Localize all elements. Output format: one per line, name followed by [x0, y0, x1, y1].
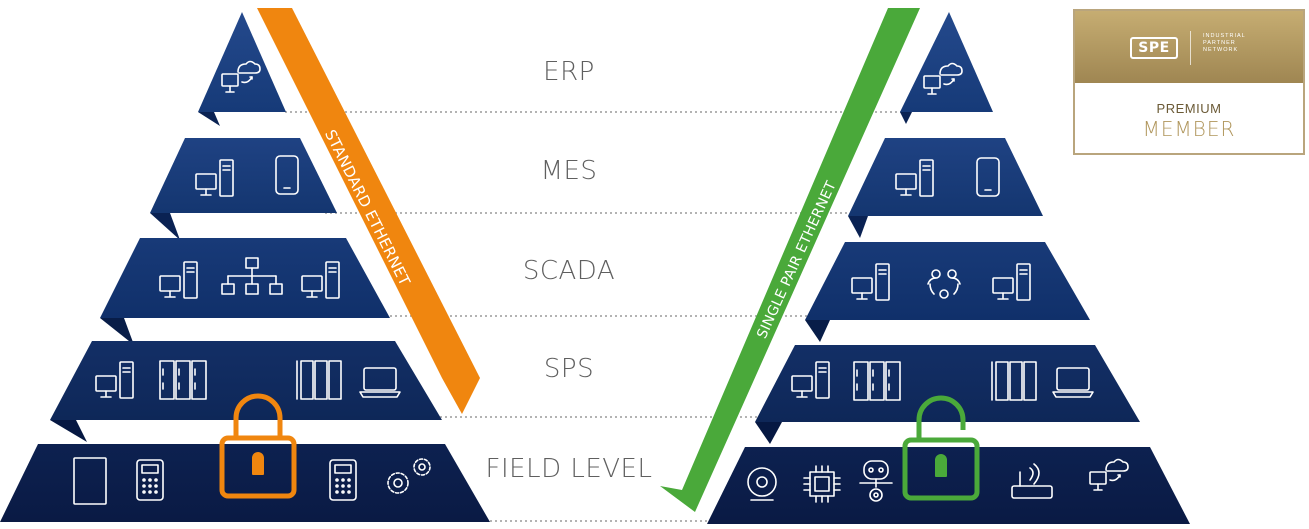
- smartphone-icon: [976, 157, 1000, 197]
- desktop-tower-icon: [895, 159, 934, 197]
- left-pyramid: [0, 12, 490, 522]
- router-icon: [1011, 463, 1053, 499]
- users-sync-icon: [927, 269, 961, 299]
- desktop-tower-icon: [992, 263, 1031, 301]
- left-tier-sps: [50, 341, 442, 420]
- spe-premium-member-badge: SPE INDUSTRIAL PARTNER NETWORK PREMIUM M…: [1073, 9, 1305, 155]
- right-tier-field: [707, 447, 1190, 524]
- badge-divider: [1190, 31, 1191, 65]
- badge-premium-text: PREMIUM: [1156, 101, 1222, 116]
- chip-icon: [803, 465, 841, 503]
- tablet-icon: [73, 457, 107, 505]
- badge-network-text: INDUSTRIAL PARTNER NETWORK: [1203, 33, 1283, 54]
- cloud-computer-icon: [923, 62, 963, 95]
- plc-module-icon: [853, 361, 901, 401]
- network-topology-icon: [221, 257, 283, 295]
- left-tier-field: [0, 444, 490, 522]
- right-tier-erp: [900, 12, 993, 112]
- desktop-tower-icon: [159, 261, 198, 299]
- right-tier-sps: [755, 345, 1140, 422]
- badge-member-text: MEMBER: [1142, 117, 1236, 141]
- cloud-computer-icon: [1089, 458, 1129, 491]
- level-label-erp: ERP: [543, 57, 595, 87]
- gears-icon: [387, 458, 431, 494]
- laptop-icon: [1052, 367, 1094, 398]
- padlock-closed-icon: [219, 393, 297, 499]
- right-tier-mes: [848, 138, 1043, 216]
- left-tier-erp: [198, 12, 286, 112]
- level-label-sps: SPS: [543, 354, 595, 384]
- badge-sub-line: INDUSTRIAL: [1203, 33, 1246, 39]
- calculator-icon: [136, 459, 164, 501]
- plc-module-icon: [159, 360, 207, 400]
- desktop-tower-icon: [851, 263, 890, 301]
- level-label-field-level: FIELD LEVEL: [485, 454, 653, 484]
- calculator-icon: [329, 459, 357, 501]
- smartphone-icon: [275, 155, 299, 195]
- desktop-tower-icon: [791, 361, 830, 399]
- robot-icon: [859, 460, 893, 502]
- desktop-tower-icon: [195, 159, 234, 197]
- badge-sub-line: PARTNER: [1203, 40, 1236, 46]
- padlock-open-icon: [902, 395, 980, 501]
- laptop-icon: [359, 367, 401, 398]
- badge-sub-line: NETWORK: [1203, 47, 1239, 53]
- badge-header: SPE INDUSTRIAL PARTNER NETWORK: [1075, 11, 1303, 83]
- plc-module-icon: [296, 360, 342, 400]
- level-label-scada: SCADA: [522, 256, 616, 286]
- left-tier-mes: [150, 138, 337, 213]
- desktop-tower-icon: [95, 361, 134, 399]
- right-tier-scada: [805, 242, 1090, 320]
- webcam-icon: [747, 467, 777, 501]
- desktop-tower-icon: [301, 261, 340, 299]
- cloud-computer-icon: [221, 60, 261, 93]
- level-label-mes: MES: [540, 156, 598, 186]
- left-tier-scada: [100, 238, 390, 318]
- spe-logo: SPE: [1130, 37, 1178, 59]
- plc-module-icon: [991, 361, 1037, 401]
